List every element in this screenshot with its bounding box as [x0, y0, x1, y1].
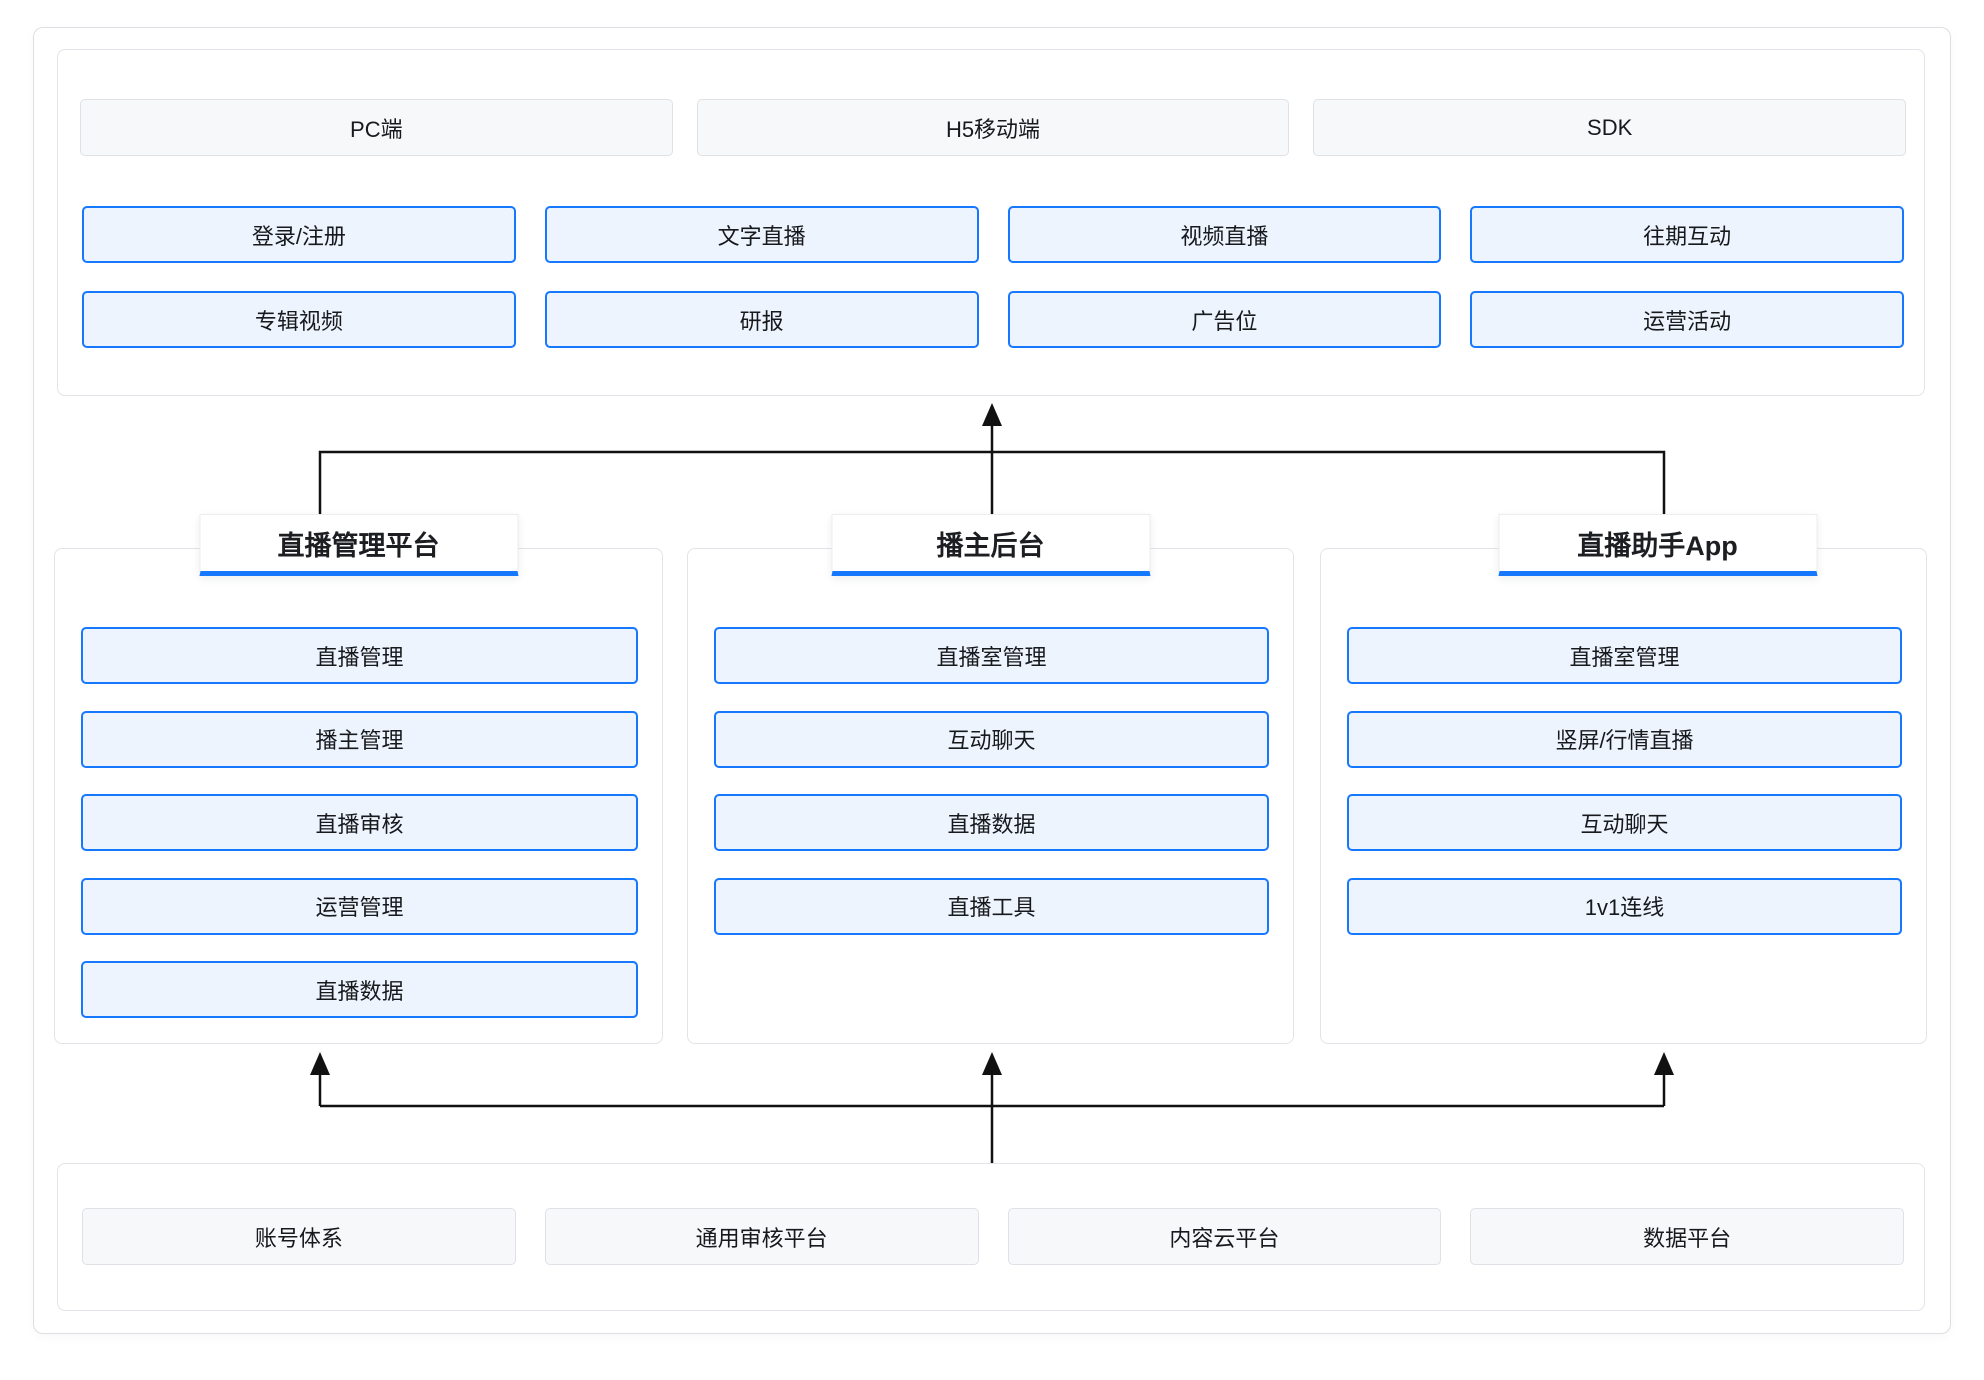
platform-live-admin: 直播管理平台 直播管理 播主管理 直播审核 运营管理 直播数据 [54, 514, 663, 1044]
platform-title: 直播管理平台 [199, 514, 518, 576]
infrastructure-section: 账号体系 通用审核平台 内容云平台 数据平台 [57, 1163, 1925, 1311]
feature-box-research-report: 研报 [544, 291, 979, 348]
platform-item-box: 直播管理 [81, 627, 638, 684]
platform-item-box: 互动聊天 [1347, 794, 1902, 851]
platform-item-list: 直播室管理 竖屏/行情直播 互动聊天 1v1连线 [1347, 627, 1902, 935]
platform-title: 直播助手App [1498, 514, 1817, 576]
infra-box-content-cloud: 内容云平台 [1007, 1208, 1442, 1265]
client-header-row: PC端 H5移动端 SDK [80, 99, 1907, 156]
platform-item-box: 直播数据 [81, 961, 638, 1018]
platform-item-box: 直播室管理 [1347, 627, 1902, 684]
platform-item-box: 播主管理 [81, 710, 638, 768]
client-box-pc: PC端 [80, 99, 673, 156]
platform-anchor-backend: 播主后台 直播室管理 互动聊天 直播数据 直播工具 [687, 514, 1294, 1044]
infrastructure-row: 账号体系 通用审核平台 内容云平台 数据平台 [82, 1208, 1904, 1265]
platform-item-box: 直播审核 [81, 794, 638, 851]
infra-box-audit-platform: 通用审核平台 [544, 1208, 979, 1265]
infra-box-account-system: 账号体系 [82, 1208, 516, 1265]
platform-item-box: 运营管理 [81, 877, 638, 935]
platform-item-box: 1v1连线 [1347, 877, 1902, 935]
feature-box-past-interaction: 往期互动 [1470, 206, 1904, 263]
platform-item-list: 直播室管理 互动聊天 直播数据 直播工具 [714, 627, 1269, 935]
feature-row: 登录/注册 文字直播 视频直播 往期互动 [82, 206, 1904, 263]
feature-box-login-register: 登录/注册 [82, 206, 516, 263]
feature-box-text-live: 文字直播 [544, 206, 979, 263]
platform-item-box: 直播工具 [714, 877, 1269, 935]
client-layer-section: PC端 H5移动端 SDK 登录/注册 文字直播 视频直播 往期互动 专辑视频 … [57, 49, 1925, 396]
platform-live-assistant-app: 直播助手App 直播室管理 竖屏/行情直播 互动聊天 1v1连线 [1320, 514, 1927, 1044]
platform-item-box: 直播数据 [714, 794, 1269, 851]
platform-item-box: 直播室管理 [714, 627, 1269, 684]
platform-item-box: 互动聊天 [714, 710, 1269, 768]
platform-title: 播主后台 [831, 514, 1150, 576]
client-box-sdk: SDK [1313, 99, 1907, 156]
platform-item-box: 竖屏/行情直播 [1347, 710, 1902, 768]
feature-box-album-video: 专辑视频 [82, 291, 516, 348]
platform-item-list: 直播管理 播主管理 直播审核 运营管理 直播数据 [81, 627, 638, 1018]
feature-row: 专辑视频 研报 广告位 运营活动 [82, 291, 1904, 348]
feature-box-video-live: 视频直播 [1007, 206, 1442, 263]
feature-box-operation-activity: 运营活动 [1470, 291, 1904, 348]
client-box-h5: H5移动端 [696, 99, 1290, 156]
feature-box-ad-slot: 广告位 [1007, 291, 1442, 348]
infra-box-data-platform: 数据平台 [1470, 1208, 1904, 1265]
